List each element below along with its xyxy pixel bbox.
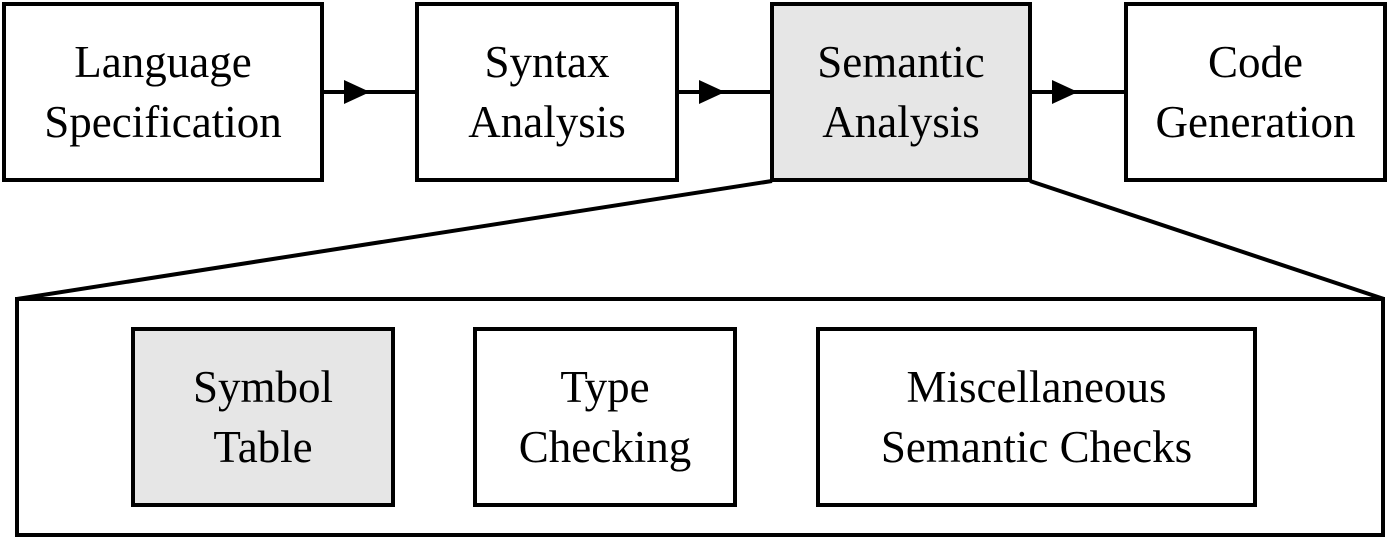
language-specification-box: Language Specification <box>2 2 324 182</box>
node-label-line: Miscellaneous <box>906 362 1167 412</box>
semantic-analysis-box: Semantic Analysis <box>770 2 1032 182</box>
zoom-line-left <box>16 179 773 301</box>
node-label-line: Syntax <box>484 37 610 87</box>
node-label-line: Semantic Checks <box>880 422 1193 472</box>
node-label-line: Generation <box>1155 97 1356 147</box>
node-label-line: Semantic <box>817 37 985 87</box>
node-label-line: Code <box>1208 37 1303 87</box>
arrow-syntax-to-semantic <box>679 80 770 104</box>
arrow-semantic-to-code <box>1032 80 1124 104</box>
node-label-line: Analysis <box>822 97 980 147</box>
node-label-line: Checking <box>518 422 692 472</box>
miscellaneous-semantic-checks-box: Miscellaneous Semantic Checks <box>816 327 1257 507</box>
node-label-line: Symbol <box>192 362 334 412</box>
semantic-analysis-detail-panel <box>15 297 1385 537</box>
node-label-line: Type <box>560 362 650 412</box>
code-generation-box: Code Generation <box>1124 2 1387 182</box>
syntax-analysis-box: Syntax Analysis <box>415 2 679 182</box>
node-label-line: Table <box>213 422 313 472</box>
arrow-lang-to-syntax <box>324 80 415 104</box>
node-label-line: Specification <box>44 97 282 147</box>
type-checking-box: Type Checking <box>473 327 737 507</box>
symbol-table-box: Symbol Table <box>131 327 395 507</box>
zoom-line-right <box>1029 179 1385 301</box>
node-label-line: Analysis <box>468 97 626 147</box>
node-label-line: Language <box>74 37 252 87</box>
